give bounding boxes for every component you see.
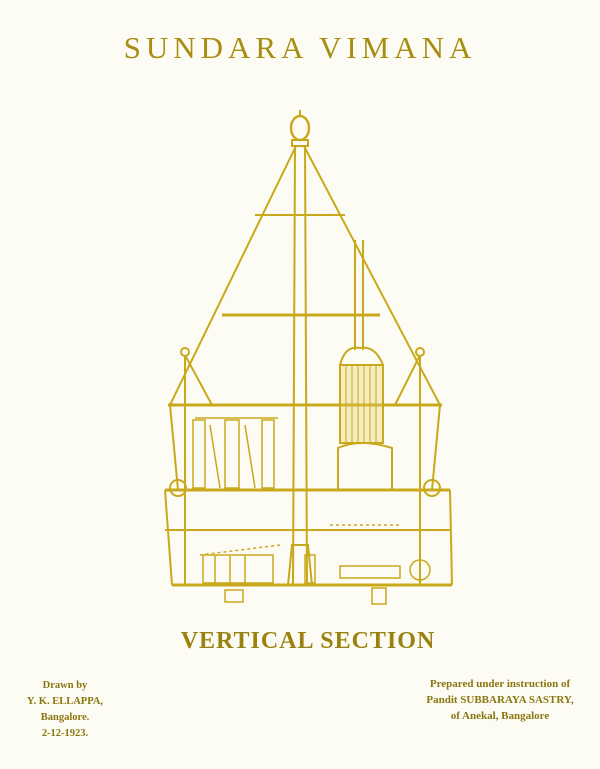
lower-deck-equipment xyxy=(199,524,431,605)
credit-line: Drawn by xyxy=(42,680,88,691)
credit-line: Prepared under instruction of xyxy=(429,678,571,690)
machinery-room xyxy=(192,417,278,489)
credit-line: Pandit SUBBARAYA SASTRY, xyxy=(426,694,574,706)
side-poles xyxy=(169,347,441,585)
drawn-by-credit: Drawn by Y. K. ELLAPPA, Bangalore. 2-12-… xyxy=(10,678,120,742)
prepared-by-credit: Prepared under instruction of Pandit SUB… xyxy=(395,676,600,724)
boiler xyxy=(337,240,393,490)
credit-line: 2-12-1923. xyxy=(41,728,89,739)
central-mast xyxy=(287,145,313,586)
credit-line: Y. K. ELLAPPA, xyxy=(26,696,104,707)
credit-line: of Anekal, Bangalore xyxy=(450,710,550,722)
credit-line: Bangalore. xyxy=(40,712,90,723)
finial xyxy=(289,110,311,147)
document-title: SUNDARA VIMANA xyxy=(123,30,477,65)
pyramid-frame xyxy=(164,145,453,587)
section-subtitle: VERTICAL SECTION xyxy=(180,628,436,654)
